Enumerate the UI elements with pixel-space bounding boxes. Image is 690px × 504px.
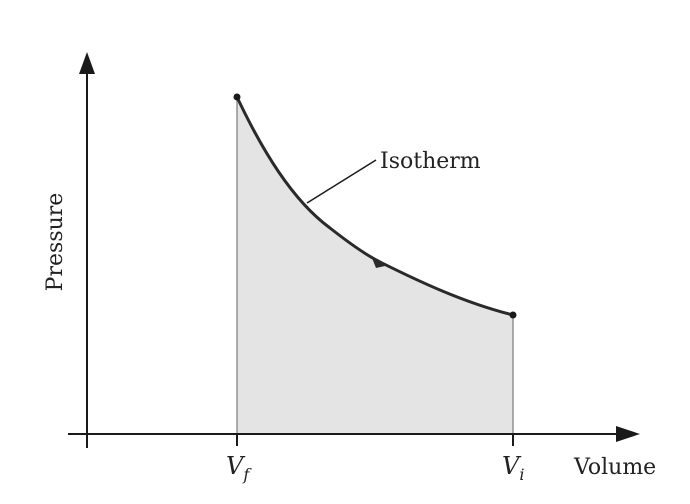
- x-axis-arrowhead: [616, 426, 640, 442]
- final-state-point: [233, 93, 241, 101]
- vf-tick-sub: f: [242, 465, 252, 484]
- vi-tick-label: Vi: [502, 452, 524, 484]
- x-axis-label: Volume: [573, 455, 656, 480]
- curve-direction-arrowhead: [372, 258, 385, 268]
- vf-tick-main: V: [226, 452, 246, 480]
- isotherm-curve: [235, 96, 514, 317]
- y-axis-arrowhead: [79, 52, 95, 74]
- isotherm-label: Isotherm: [380, 149, 481, 174]
- initial-state-point: [509, 311, 517, 319]
- isotherm-leader-line: [306, 159, 377, 204]
- vi-tick-main: V: [502, 452, 522, 480]
- vi-tick-sub: i: [519, 465, 524, 484]
- vf-tick-label: Vf: [226, 452, 252, 484]
- y-axis-label: Pressure: [43, 193, 68, 292]
